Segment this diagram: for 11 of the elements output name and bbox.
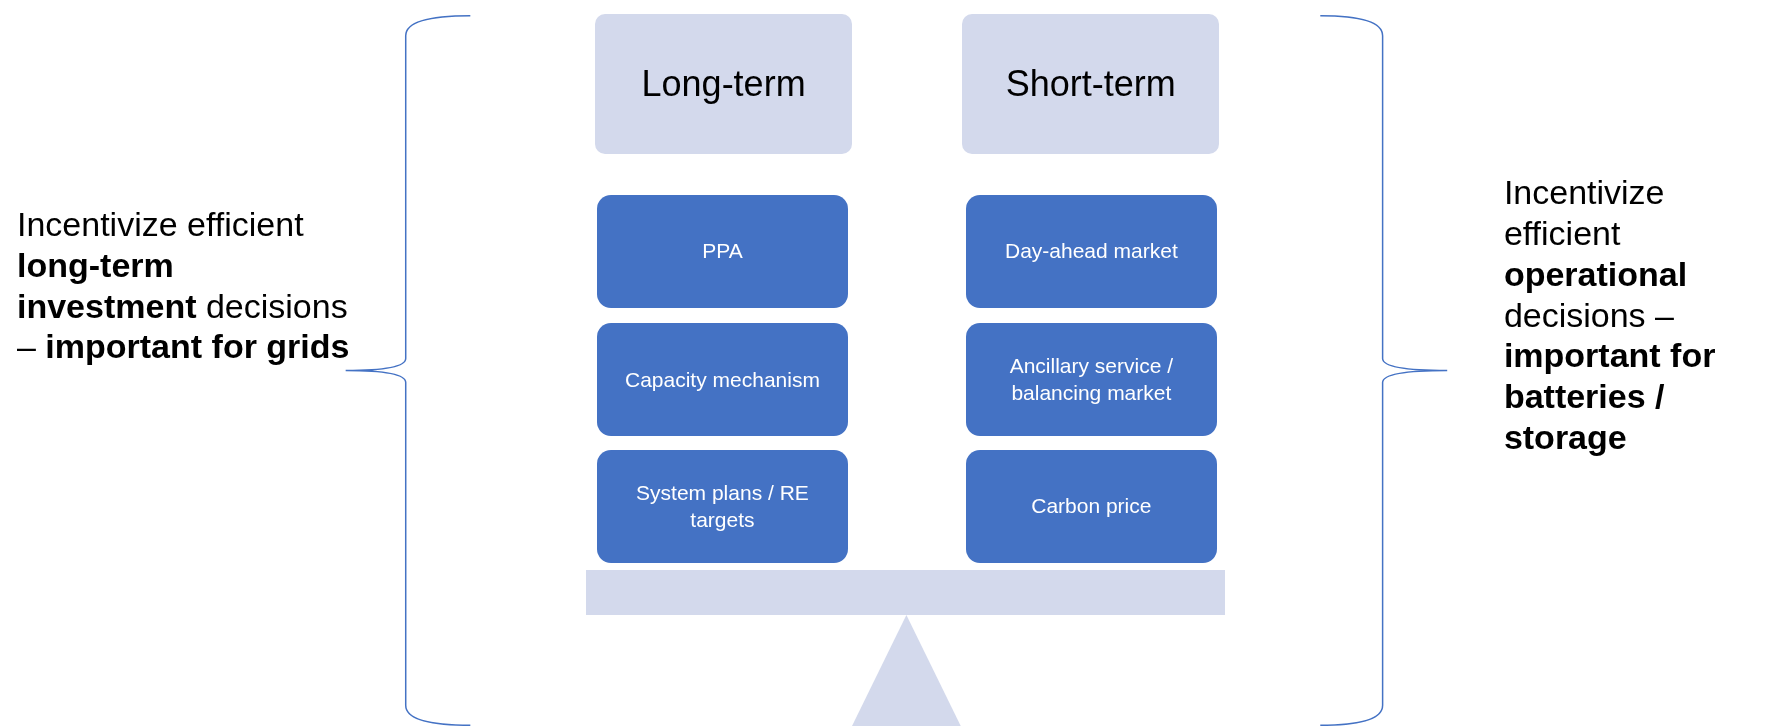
side-note: Incentivize efficient long-term investment decisions – important for grids — [17, 204, 351, 368]
mechanism-box: Ancillary service / balancing market — [965, 323, 1218, 437]
header-box: Long-term — [594, 13, 853, 155]
mechanism-box: System plans / RE targets — [597, 449, 848, 564]
mechanism-box: Capacity mechanism — [597, 323, 848, 437]
mechanism-box: Day-ahead market — [965, 194, 1218, 309]
mechanism-box: PPA — [597, 194, 848, 309]
side-note: Incentivize efficient operational decisions – important for batteries / storage — [1503, 172, 1717, 458]
fulcrum-triangle — [852, 615, 961, 726]
mechanism-box: Carbon price — [965, 449, 1218, 564]
header-box: Short-term — [962, 13, 1220, 155]
